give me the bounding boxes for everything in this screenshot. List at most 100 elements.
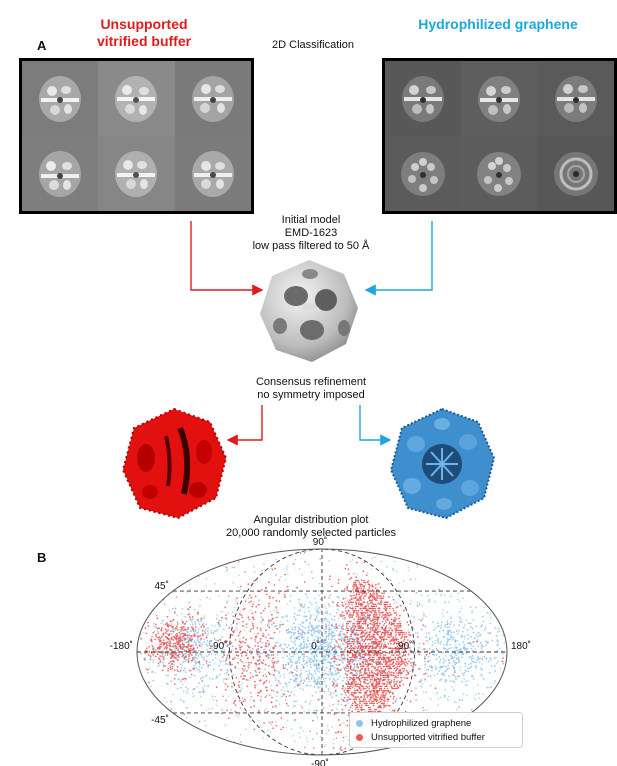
data-point	[191, 626, 193, 629]
data-point	[315, 713, 317, 716]
data-point	[308, 670, 311, 672]
data-point	[341, 614, 343, 616]
data-point	[209, 664, 212, 667]
data-point	[332, 677, 335, 680]
data-point	[235, 714, 238, 716]
data-point	[386, 687, 389, 690]
data-point	[475, 634, 478, 637]
data-point	[305, 677, 308, 680]
data-point	[369, 618, 371, 621]
data-point	[338, 638, 340, 641]
data-point	[379, 663, 382, 665]
data-point	[394, 627, 396, 630]
data-point	[349, 611, 351, 614]
arrow-model-to-red-map	[226, 405, 263, 446]
data-point	[263, 668, 266, 671]
data-point	[377, 681, 379, 683]
data-point	[390, 631, 392, 634]
data-point	[178, 643, 181, 646]
data-point	[233, 656, 236, 659]
data-point	[499, 667, 502, 670]
data-point	[268, 602, 270, 605]
data-point	[262, 659, 265, 662]
data-point	[316, 624, 319, 627]
data-point	[254, 674, 257, 677]
data-point	[193, 664, 196, 667]
data-point	[358, 618, 360, 621]
data-point	[384, 685, 386, 688]
data-point	[354, 704, 357, 707]
data-point	[233, 566, 235, 569]
data-point	[473, 641, 475, 643]
data-point	[202, 622, 205, 625]
data-point	[327, 653, 330, 656]
data-point	[400, 679, 403, 682]
data-point	[348, 709, 350, 711]
data-point	[165, 682, 168, 685]
data-point	[275, 706, 277, 709]
data-point	[358, 652, 361, 654]
data-point	[362, 694, 365, 697]
data-point	[375, 612, 378, 614]
data-point	[377, 583, 380, 585]
data-point	[330, 641, 333, 644]
data-point	[326, 610, 328, 612]
data-point	[148, 668, 151, 670]
data-point	[313, 627, 316, 630]
data-point	[375, 669, 377, 672]
data-point	[302, 650, 305, 653]
data-point	[353, 639, 355, 641]
class-average-image	[537, 136, 614, 211]
data-point	[209, 598, 211, 600]
data-point	[293, 686, 296, 688]
data-point	[294, 628, 296, 631]
data-point	[357, 599, 360, 601]
data-point	[395, 570, 398, 573]
data-point	[417, 649, 419, 652]
data-point	[360, 645, 362, 647]
data-point	[444, 601, 446, 604]
data-point	[360, 587, 363, 589]
data-point	[239, 689, 242, 691]
data-point	[239, 690, 241, 693]
data-point	[438, 656, 441, 658]
data-point	[424, 678, 427, 680]
data-point	[388, 692, 391, 694]
data-point	[207, 664, 210, 667]
data-point	[355, 595, 357, 597]
data-point	[377, 661, 380, 663]
data-point	[342, 679, 344, 682]
data-point	[273, 625, 276, 628]
data-point	[367, 667, 370, 670]
data-point	[342, 628, 345, 630]
data-point	[271, 666, 273, 668]
data-point	[221, 636, 224, 638]
data-point	[435, 639, 437, 642]
data-point	[416, 632, 419, 634]
data-point	[278, 703, 281, 705]
data-point	[208, 653, 210, 656]
data-point	[383, 603, 385, 606]
data-point	[220, 669, 223, 671]
data-point	[241, 625, 244, 627]
data-point	[481, 615, 484, 618]
data-point	[286, 719, 289, 722]
data-point	[458, 611, 461, 613]
data-point	[152, 653, 155, 656]
data-point	[377, 640, 380, 643]
data-point	[353, 654, 356, 656]
data-point	[162, 656, 165, 658]
data-point	[384, 601, 386, 603]
y-tick-label: -45˚	[151, 714, 169, 726]
data-point	[358, 603, 361, 606]
data-point	[346, 640, 349, 643]
data-point	[385, 638, 388, 641]
data-point	[199, 641, 201, 644]
data-point	[183, 677, 185, 680]
data-point	[374, 607, 376, 610]
data-point	[462, 641, 465, 644]
data-point	[254, 686, 257, 689]
data-point	[405, 632, 408, 634]
data-point	[252, 601, 255, 603]
data-point	[375, 622, 378, 625]
